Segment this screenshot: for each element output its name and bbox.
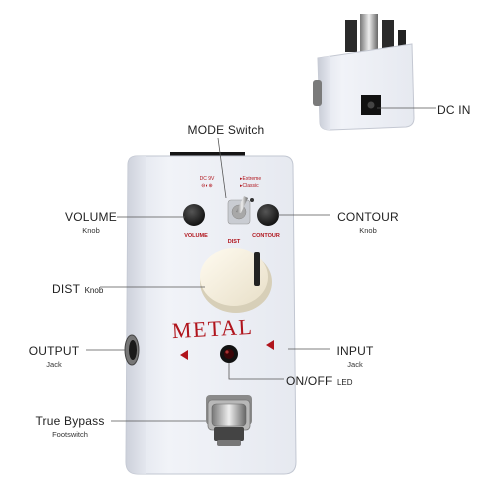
dc-in-label: DC IN xyxy=(437,103,471,117)
volume-knob[interactable] xyxy=(183,204,205,226)
power-label: DC 9V xyxy=(200,176,215,182)
input-label: INPUT xyxy=(336,344,374,358)
volume-callout: VOLUME Knob xyxy=(62,208,120,235)
contour-knob[interactable] xyxy=(257,204,279,226)
power-polarity-icon: ⊖◐⊕ xyxy=(201,183,212,189)
output-label: OUTPUT xyxy=(28,344,80,358)
onoff-sub: LED xyxy=(336,378,353,387)
bypass-callout: True Bypass Footswitch xyxy=(27,412,113,439)
brand-logo: METAL xyxy=(171,314,254,343)
output-sub: Jack xyxy=(46,360,62,369)
back-knob-far xyxy=(398,30,406,52)
input-sub: Jack xyxy=(347,360,363,369)
dist-sub: Knob xyxy=(84,286,104,295)
bypass-sub: Footswitch xyxy=(52,430,88,439)
mode-top-label: ▸Extreme xyxy=(240,176,261,182)
volume-label: VOLUME xyxy=(65,210,117,224)
input-callout: INPUT Jack xyxy=(330,342,380,369)
contour-sub: Knob xyxy=(359,226,377,235)
output-callout: OUTPUT Jack xyxy=(22,342,86,369)
onoff-callout: ON/OFF LED xyxy=(286,372,353,390)
mode-switch-label: MODE Switch xyxy=(187,123,265,137)
back-knob-right xyxy=(382,20,394,52)
dc-in-callout: DC IN xyxy=(437,101,471,119)
output-jack[interactable] xyxy=(124,334,140,366)
bypass-label: True Bypass xyxy=(35,414,105,428)
mode-toggle-switch[interactable] xyxy=(227,196,254,225)
dist-callout: DIST Knob xyxy=(52,280,103,298)
dist-knob[interactable] xyxy=(200,248,272,313)
footswitch[interactable] xyxy=(206,395,252,446)
back-knob-left xyxy=(345,20,357,52)
pedal-main: DC 9V ⊖◐⊕ ▸Extreme ▸Classic VOLUME DIST … xyxy=(124,152,297,475)
contour-callout: CONTOUR Knob xyxy=(331,208,405,235)
volume-sub: Knob xyxy=(82,226,100,235)
mode-bottom-label: ▸Classic xyxy=(240,183,259,189)
dist-label: DIST xyxy=(52,282,81,296)
contour-label: CONTOUR xyxy=(337,210,399,224)
back-switch xyxy=(360,14,378,52)
mode-switch-callout: MODE Switch xyxy=(176,121,276,139)
dist-knob-label: DIST xyxy=(228,239,241,245)
volume-knob-label: VOLUME xyxy=(184,233,208,239)
output-arrow-icon xyxy=(180,350,188,360)
contour-knob-label: CONTOUR xyxy=(252,233,280,239)
input-arrow-icon xyxy=(266,340,274,350)
back-side-jack xyxy=(313,80,322,106)
onoff-label: ON/OFF xyxy=(286,374,333,388)
pedal-back-view xyxy=(313,14,415,131)
callout-lines xyxy=(86,107,436,422)
